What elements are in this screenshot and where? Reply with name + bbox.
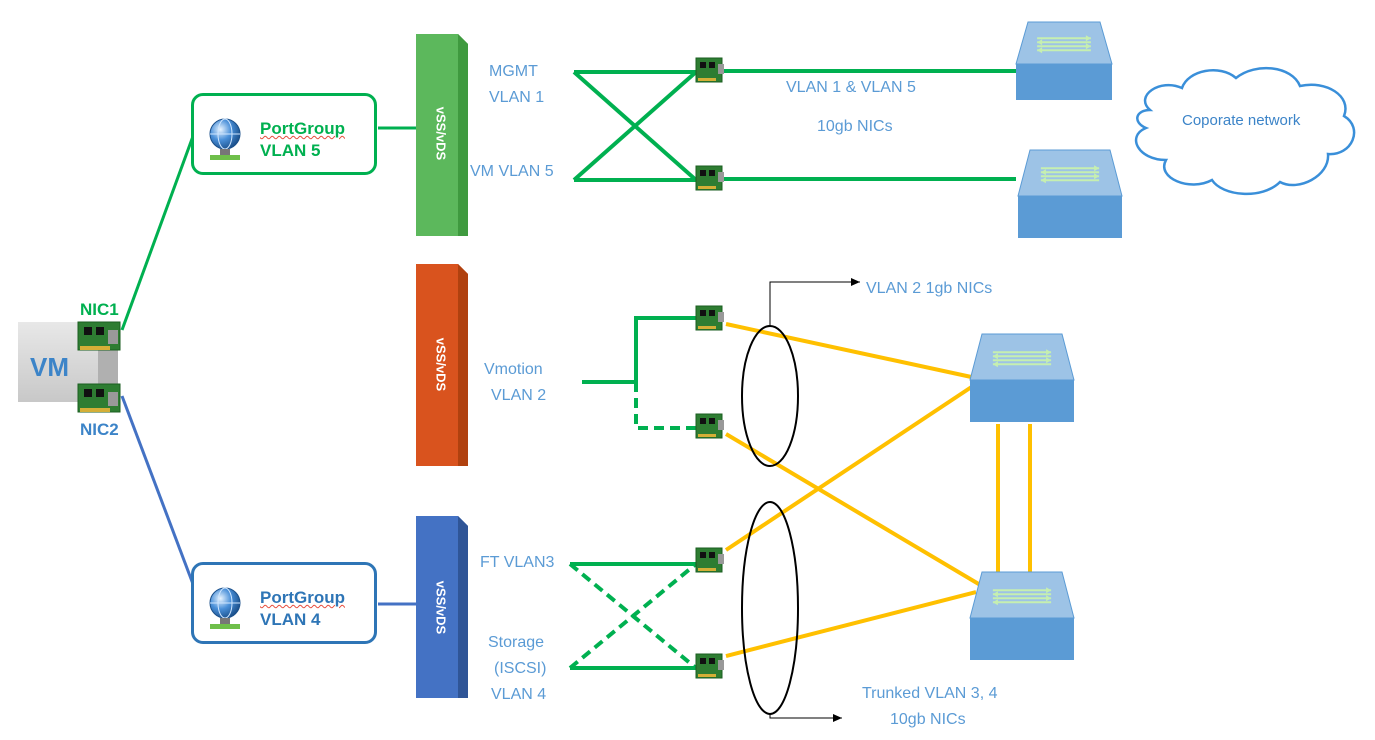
mgmt-label: MGMT <box>489 63 538 80</box>
portgroup-globe-icon <box>209 587 241 629</box>
vlan1-vlan5-label: VLAN 1 & VLAN 5 <box>786 79 916 96</box>
vm-label: VM <box>30 352 69 382</box>
vss-green-label: vSS/vDS <box>433 106 449 161</box>
nic2-card-icon <box>77 383 121 413</box>
portgroup-vlan5: PortGroup VLAN 5 <box>191 93 377 175</box>
nic1-to-portgroup-line <box>120 127 198 331</box>
vmotion-connectors <box>582 316 696 430</box>
host-nic-icon <box>695 547 724 573</box>
physical-switch-4 <box>969 571 1075 660</box>
nic1-card-icon <box>77 321 121 351</box>
vss-orange <box>416 264 468 466</box>
vlan1-label: VLAN 1 <box>489 89 545 106</box>
portgroup-vlan5-title: PortGroup <box>260 119 345 138</box>
physical-switch-3 <box>969 333 1075 422</box>
host-nic-icons <box>695 57 724 679</box>
physical-switch-1 <box>1015 21 1113 100</box>
host-nic-icon <box>695 653 724 679</box>
nic2-label: NIC2 <box>80 420 119 439</box>
trunk-bundle-ellipse <box>741 501 799 715</box>
portgroup-vlan4-vlan: VLAN 4 <box>260 610 321 629</box>
cloud-label: Coporate network <box>1182 112 1301 129</box>
vss-orange-label: vSS/vDS <box>433 337 449 392</box>
portgroup-vlan4-title: PortGroup <box>260 588 345 607</box>
vmotion-label: Vmotion <box>484 361 543 378</box>
vlan2-label: VLAN 2 <box>491 387 547 404</box>
vlan2-1gb-nics-label: VLAN 2 1gb NICs <box>866 280 993 297</box>
nic2-to-portgroup-line <box>120 395 198 593</box>
ft-storage-cross <box>568 562 698 670</box>
storage-label: Storage <box>488 634 545 651</box>
corporate-cloud <box>1134 66 1356 195</box>
portgroup-vlan5-vlan: VLAN 5 <box>260 141 321 160</box>
portgroup-globe-icon <box>209 118 241 160</box>
top-10gb-nics-label: 10gb NICs <box>817 118 893 135</box>
vss-blue <box>416 516 468 698</box>
physical-uplinks <box>724 322 1032 658</box>
physical-switch-2 <box>1017 149 1123 238</box>
vm-vlan5-label: VM VLAN 5 <box>470 163 554 180</box>
ft-vlan3-label: FT VLAN3 <box>480 554 555 571</box>
physical-switches <box>969 21 1123 660</box>
iscsi-label: (ISCSI) <box>494 660 547 677</box>
mgmt-vm-cross <box>572 70 698 182</box>
vlan4-label: VLAN 4 <box>491 686 547 703</box>
portgroup-vlan4: PortGroup VLAN 4 <box>191 562 377 644</box>
nic1-label: NIC1 <box>80 300 119 319</box>
bottom-10gb-nics-label: 10gb NICs <box>890 711 966 728</box>
vss-green <box>416 34 468 236</box>
vlan2-arrow <box>769 278 860 326</box>
vlan2-bundle-ellipse <box>741 325 799 467</box>
host-nic-icon <box>695 165 724 191</box>
host-nic-icon <box>695 305 724 331</box>
host-nic-icon <box>695 413 724 439</box>
host-nic-icon <box>695 57 724 83</box>
trunk-arrow <box>769 714 842 722</box>
trunked-label: Trunked VLAN 3, 4 <box>862 685 998 702</box>
vss-blue-label: vSS/vDS <box>433 580 449 635</box>
